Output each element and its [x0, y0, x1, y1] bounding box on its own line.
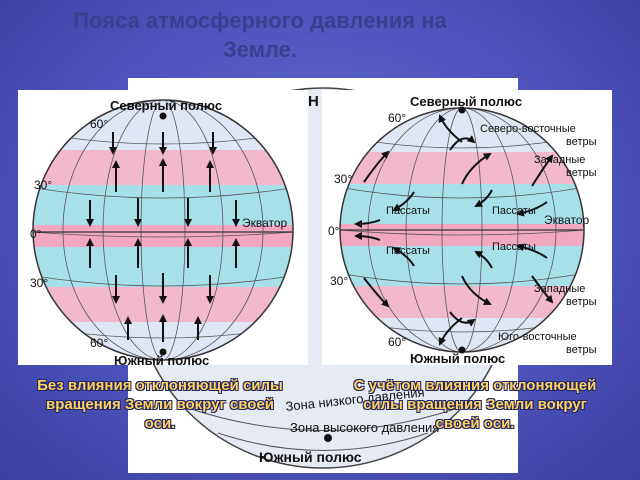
right-north-pole-label: Северный полюс [410, 94, 522, 109]
right-globe-panel: Северный полюс Южный полюс 60° 30° 0° 30… [322, 90, 612, 366]
left-band-equatorial [33, 225, 293, 247]
left-lat-60n: 60° [90, 117, 108, 131]
right-arrow [531, 275, 554, 304]
left-equator-label: Экватор [242, 216, 288, 230]
right-caption: С учётом влияния отклоняющей силы вращен… [353, 377, 597, 432]
left-north-pole-label: Северный полюс [110, 98, 222, 113]
right-trades-se: Пассаты [492, 241, 536, 253]
left-lat-30s: 30° [30, 276, 48, 290]
right-arrow [516, 201, 548, 217]
right-west-n-line1: Западные [534, 154, 585, 166]
right-arrow [449, 135, 476, 151]
right-equator-label: Экватор [544, 213, 590, 227]
right-arrow [392, 247, 415, 267]
left-caption: Без влияния отклоняющей силы вращения Зе… [37, 377, 283, 432]
right-west-s-line2: ветры [566, 296, 597, 308]
right-lat-60s: 60° [388, 335, 406, 349]
left-globe: Северный полюс Южный полюс 60° 30° 0° 30… [30, 98, 294, 368]
right-se-winds-line1: Юго-восточные [498, 331, 577, 343]
bg-south-pole-label: Южный полюс [259, 449, 362, 465]
right-trades-sw: Пассаты [386, 245, 430, 257]
right-arrow [354, 219, 381, 228]
right-arrow [474, 189, 493, 207]
bg-zone-high-label: Зона высокого давления [290, 420, 439, 435]
right-trades-ne: Пассаты [492, 205, 536, 217]
right-north-pole-dot [458, 106, 466, 114]
right-arrow [461, 275, 492, 305]
page-title: Пояса атмосферного давления на Земле. [73, 8, 447, 62]
right-globe: Северный полюс Южный полюс 60° 30° 0° 30… [328, 94, 597, 366]
left-south-pole-dot [159, 348, 167, 356]
right-south-pole-dot [458, 346, 466, 354]
bg-north-fragment: Н [308, 93, 319, 110]
right-lat-30n: 30° [334, 172, 352, 186]
right-south-pole-label: Южный полюс [410, 351, 505, 365]
right-arrow [363, 277, 390, 308]
left-lat-60s: 60° [90, 336, 108, 350]
right-arrow [516, 243, 548, 259]
right-arrow [392, 191, 415, 211]
right-lat-60n: 60° [388, 111, 406, 125]
left-lat-0: 0° [30, 227, 42, 241]
right-arrow [363, 150, 390, 183]
right-se-winds-line2: ветры [566, 344, 597, 356]
right-ne-winds-line2: ветры [566, 136, 597, 148]
right-arrow [461, 152, 492, 185]
right-arrow [474, 251, 493, 269]
bg-south-pole-dot [324, 434, 332, 442]
right-arrow [449, 311, 476, 327]
left-globe-panel: Северный полюс Южный полюс 60° 30° 0° 30… [18, 90, 308, 368]
right-lat-30s: 30° [330, 274, 348, 288]
right-west-n-line2: ветры [566, 167, 597, 179]
right-arrow [531, 154, 554, 187]
left-south-pole-label: Южный полюс [114, 353, 209, 365]
right-arrow [354, 232, 381, 241]
right-trades-nw: Пассаты [386, 205, 430, 217]
left-north-pole-dot [159, 112, 167, 120]
right-lat-0: 0° [328, 224, 340, 238]
right-ne-winds-line1: Северо-восточные [480, 123, 576, 135]
left-lat-30n: 30° [34, 178, 52, 192]
right-west-s-line1: Западные [534, 283, 585, 295]
